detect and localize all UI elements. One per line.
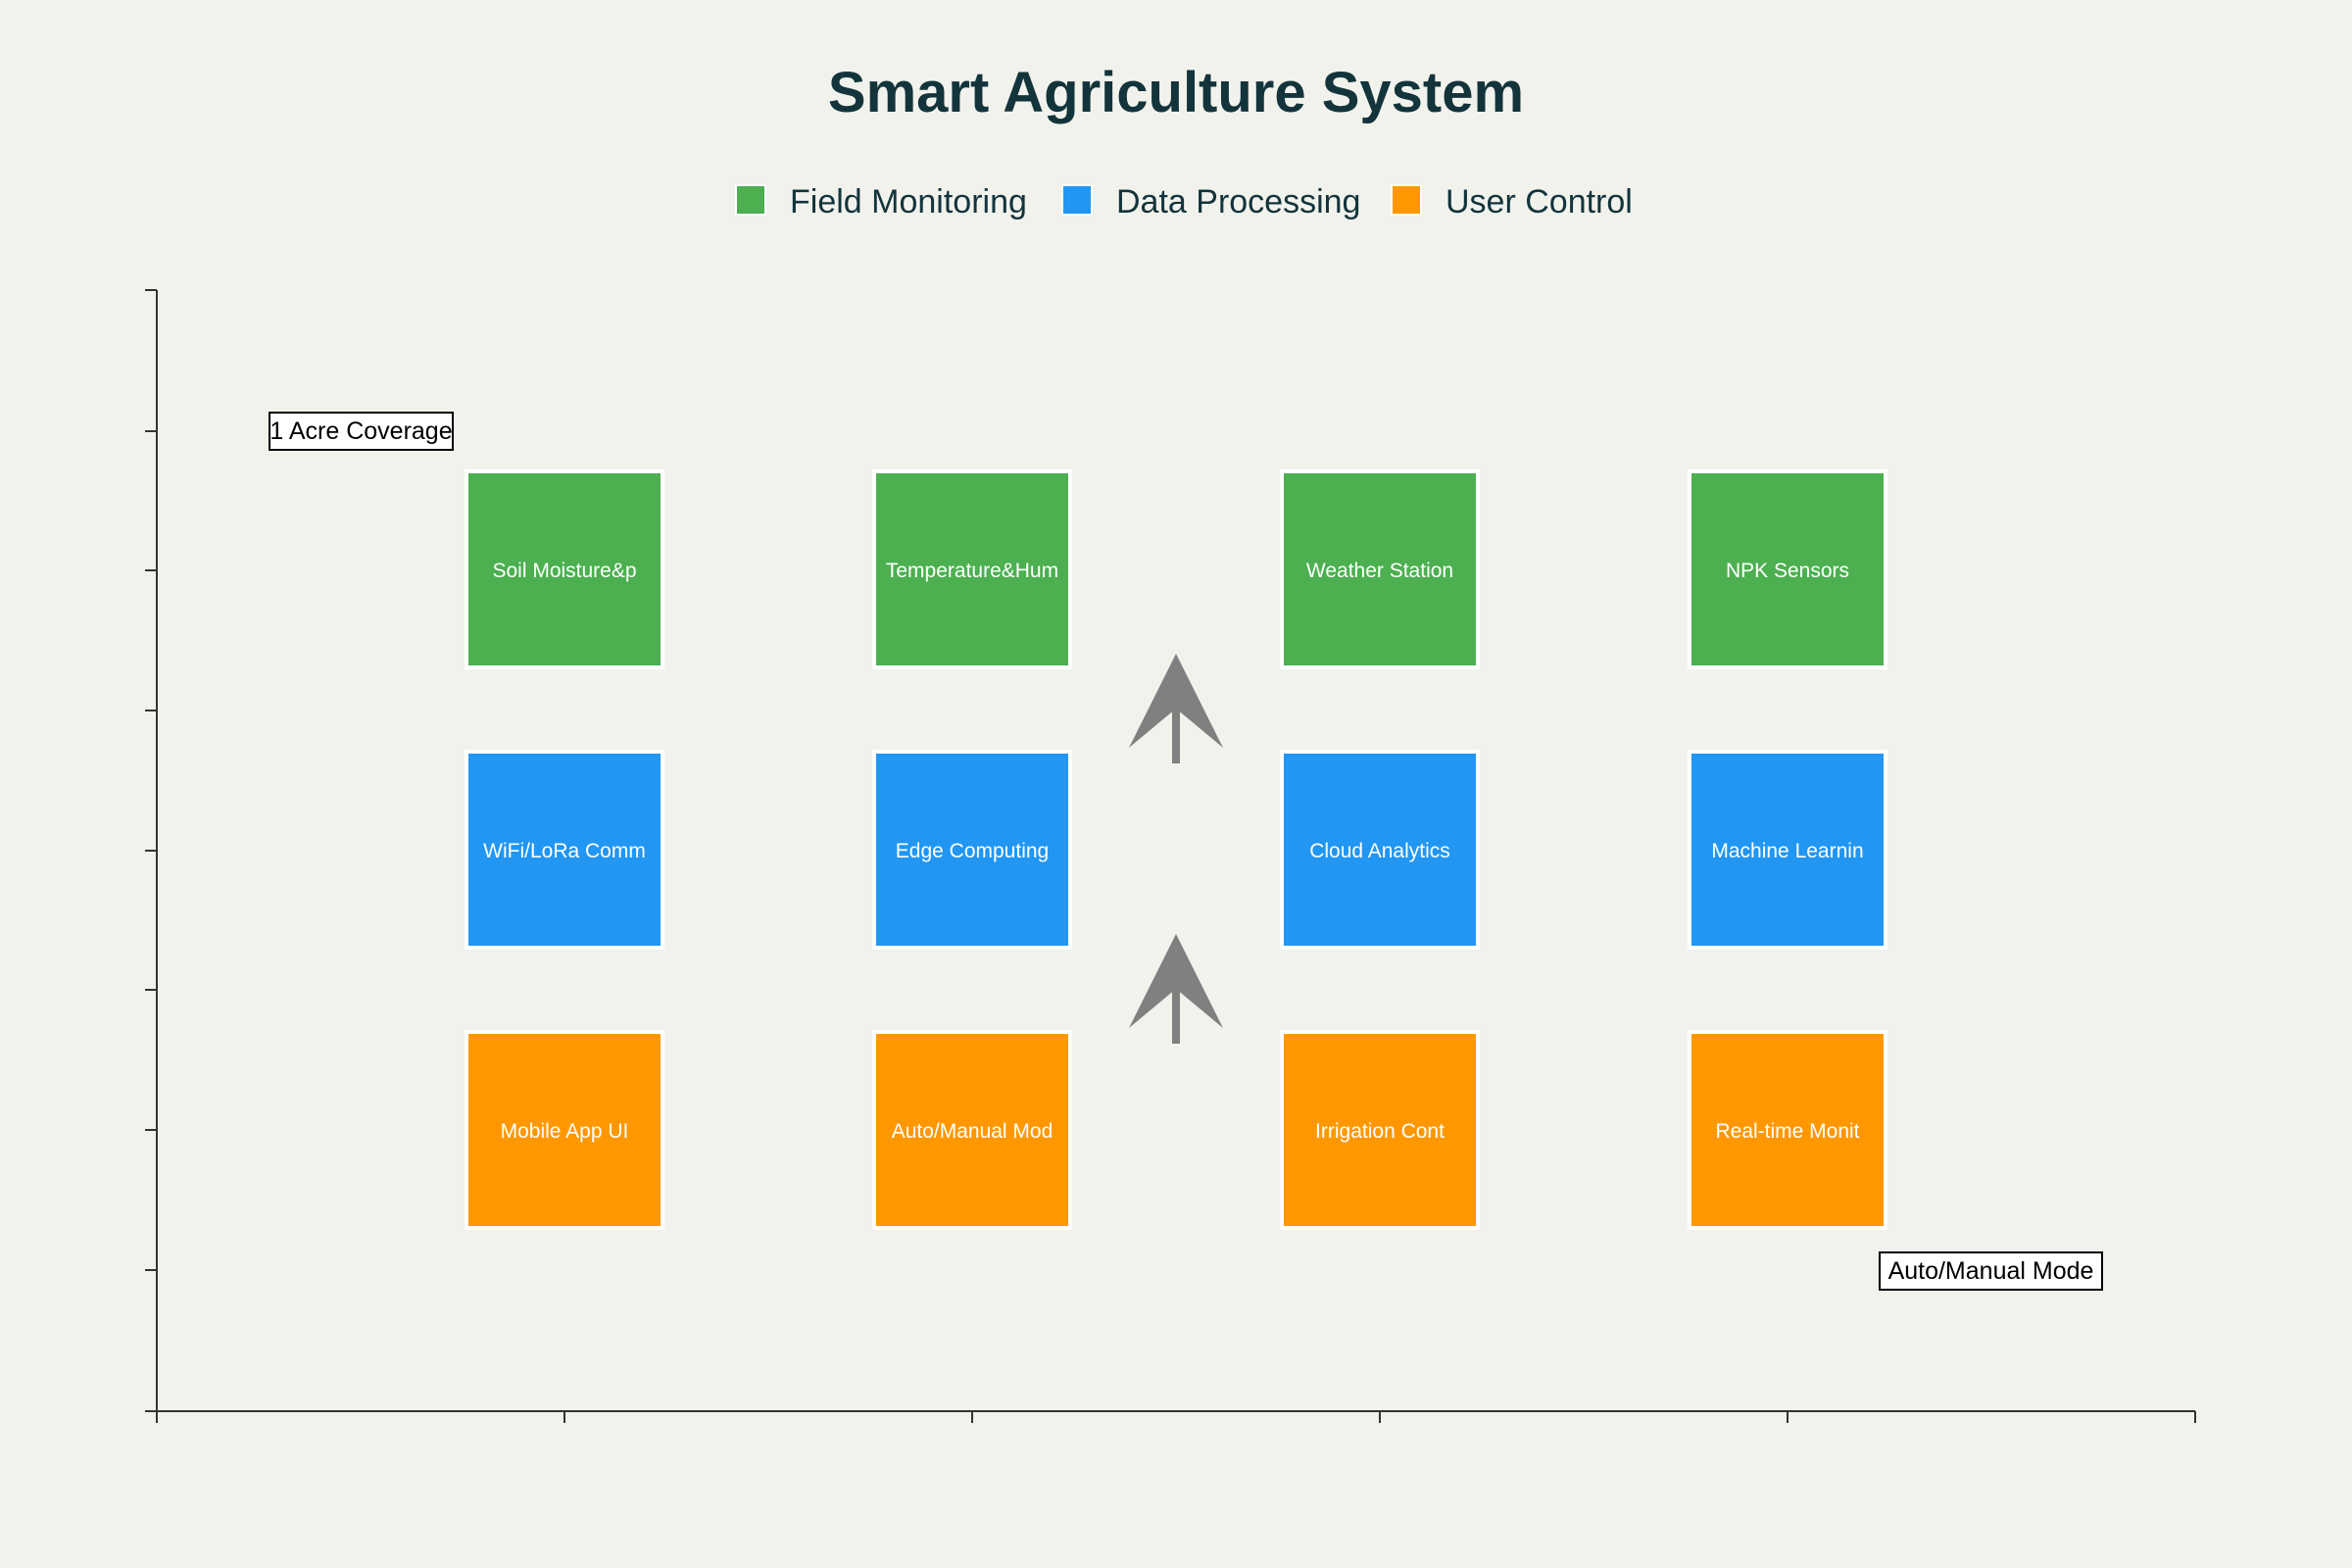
component-block: NPK Sensors (1688, 469, 1887, 669)
legend: Field Monitoring Data Processing User Cont… (735, 183, 1633, 220)
component-label: Temperature&Hum (886, 560, 1058, 582)
component-block: WiFi/LoRa Comm (465, 750, 664, 950)
component-block: Temperature&Hum (872, 469, 1072, 669)
component-label: WiFi/LoRa Comm (483, 840, 646, 862)
component-box (872, 750, 1072, 950)
component-block: Soil Moisture&p (465, 469, 664, 669)
legend-label: Field Monitoring (790, 183, 1027, 220)
component-label: Real-time Monit (1715, 1120, 1859, 1143)
component-box (1688, 1030, 1887, 1230)
flow-arrow (1129, 934, 1223, 1044)
component-block: Auto/Manual Mod (872, 1030, 1072, 1230)
component-box (872, 469, 1072, 669)
component-box (1280, 750, 1480, 950)
axes (145, 289, 2196, 1423)
component-block: Machine Learnin (1688, 750, 1887, 950)
component-box (465, 750, 664, 950)
flow-arrow (1129, 654, 1223, 763)
flow-arrows (1129, 654, 1223, 1044)
annotation-label: Auto/Manual Mode (1888, 1257, 2094, 1285)
legend-label: Data Processing (1116, 183, 1360, 220)
component-label: Cloud Analytics (1309, 840, 1450, 862)
annotation-label: 1 Acre Coverage (270, 417, 452, 445)
component-box (1688, 469, 1887, 669)
component-block: Irrigation Cont (1280, 1030, 1480, 1230)
chart-title: Smart Agriculture System (828, 61, 1524, 124)
component-block: Cloud Analytics (1280, 750, 1480, 950)
arrow-head (1129, 654, 1223, 748)
legend-swatch (1391, 184, 1422, 216)
annotation-box (1879, 1251, 2103, 1291)
component-box (1280, 469, 1480, 669)
legend-swatch (1061, 184, 1093, 216)
annotation: 1 Acre Coverage (269, 412, 454, 451)
annotation-box (269, 412, 454, 451)
component-label: NPK Sensors (1726, 560, 1849, 582)
component-label: Edge Computing (896, 840, 1049, 862)
component-block: Mobile App UI (465, 1030, 664, 1230)
legend-swatch (735, 184, 766, 216)
component-box (1688, 750, 1887, 950)
component-box (872, 1030, 1072, 1230)
component-block: Weather Station (1280, 469, 1480, 669)
annotation: Auto/Manual Mode (1879, 1251, 2103, 1291)
component-box (465, 1030, 664, 1230)
component-label: Machine Learnin (1711, 840, 1863, 862)
legend-label: User Control (1446, 183, 1633, 220)
arrow-head (1129, 934, 1223, 1028)
component-label: Irrigation Cont (1315, 1120, 1445, 1143)
component-block: Real-time Monit (1688, 1030, 1887, 1230)
component-box (465, 469, 664, 669)
component-label: Auto/Manual Mod (892, 1120, 1054, 1143)
component-label: Weather Station (1306, 560, 1453, 582)
component-label: Mobile App UI (501, 1120, 629, 1143)
component-label: Soil Moisture&p (492, 560, 636, 582)
component-block: Edge Computing (872, 750, 1072, 950)
component-box (1280, 1030, 1480, 1230)
component-grid: Soil Moisture&p Temperature&Hum Weather St… (465, 469, 1887, 1230)
